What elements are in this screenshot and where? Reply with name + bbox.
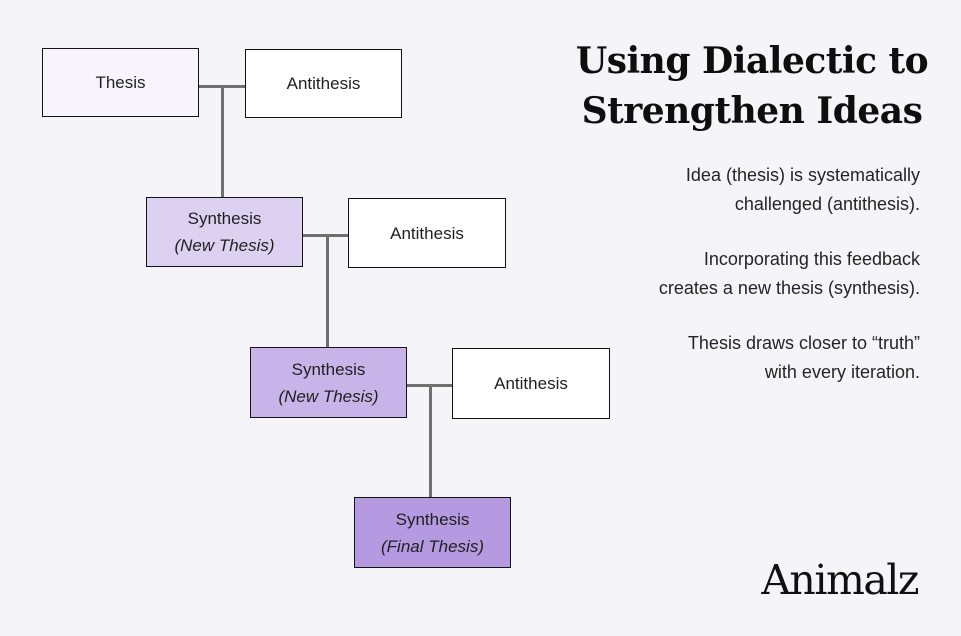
paragraph-line: challenged (antithesis).	[734, 194, 920, 214]
paragraph-line: Idea (thesis) is systematically	[685, 165, 920, 185]
node-label: Synthesis	[187, 209, 262, 228]
connector-to-synthesis-final-vertical	[429, 385, 432, 497]
node-antithesis-3: Antithesis	[452, 348, 610, 419]
node-synthesis-1: Synthesis (New Thesis)	[146, 197, 303, 267]
node-sublabel: (New Thesis)	[174, 236, 275, 255]
description-paragraph-2: Incorporating this feedback creates a ne…	[600, 245, 920, 303]
node-thesis: Thesis	[42, 48, 199, 117]
page-title-line1: Using Dialectic to	[575, 40, 929, 82]
description-paragraph-3: Thesis draws closer to “truth” with ever…	[600, 329, 920, 387]
node-antithesis-2: Antithesis	[348, 198, 506, 268]
connector-to-synthesis1-vertical	[221, 86, 224, 197]
animalz-logo: Animalz	[761, 556, 919, 604]
node-sublabel: (Final Thesis)	[381, 536, 484, 556]
node-synthesis-2: Synthesis (New Thesis)	[250, 347, 407, 418]
node-label: Antithesis	[390, 223, 464, 243]
paragraph-line: creates a new thesis (synthesis).	[658, 278, 920, 298]
paragraph-line: Thesis draws closer to “truth”	[687, 333, 920, 353]
node-label: Synthesis	[395, 509, 470, 529]
connector-to-synthesis2-vertical	[326, 235, 329, 347]
node-antithesis-1: Antithesis	[245, 49, 402, 118]
page-title: Using Dialectic to Strengthen Ideas	[566, 36, 938, 136]
paragraph-line: with every iteration.	[764, 362, 920, 382]
connector-synthesis1-antithesis2-horizontal	[302, 234, 348, 237]
description-paragraph-1: Idea (thesis) is systematically challeng…	[600, 161, 920, 219]
description: Idea (thesis) is systematically challeng…	[600, 161, 920, 413]
node-label: Thesis	[95, 73, 146, 92]
node-label: Synthesis	[291, 359, 366, 379]
paragraph-line: Incorporating this feedback	[703, 249, 920, 269]
node-sublabel: (New Thesis)	[278, 386, 379, 406]
node-label: Antithesis	[494, 374, 568, 393]
page-title-line2: Strengthen Ideas	[581, 90, 923, 132]
node-synthesis-final: Synthesis (Final Thesis)	[354, 497, 511, 568]
node-label: Antithesis	[286, 74, 361, 93]
